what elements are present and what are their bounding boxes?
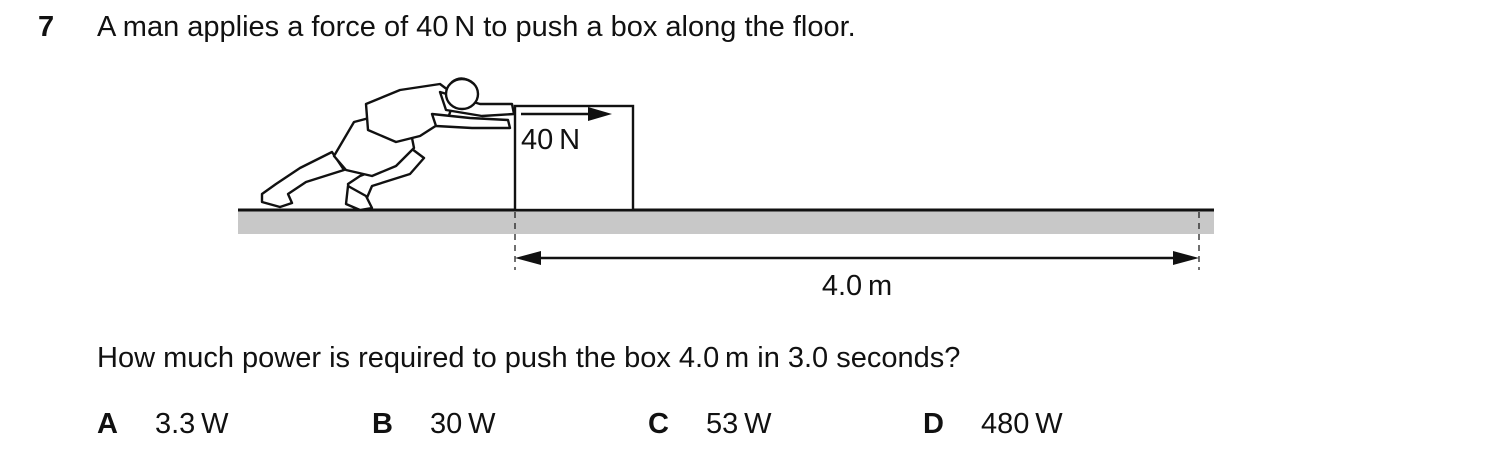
force-label: 40 N [521, 124, 580, 156]
distance-arrow-left-head [515, 251, 541, 265]
option-d[interactable]: D 480 W [923, 407, 1063, 443]
option-letter: D [923, 408, 944, 440]
question-prompt: How much power is required to push the b… [97, 342, 961, 374]
option-letter: C [648, 408, 669, 440]
option-letter: B [372, 408, 393, 440]
distance-arrow-right-head [1173, 251, 1199, 265]
question-stem: A man applies a force of 40 N to push a … [97, 11, 856, 43]
option-b[interactable]: B 30 W [372, 407, 495, 443]
question-number: 7 [38, 11, 55, 43]
option-value: 3.3 W [155, 408, 229, 440]
option-letter: A [97, 408, 118, 440]
option-value: 30 W [430, 408, 496, 440]
option-c[interactable]: C 53 W [648, 407, 771, 443]
force-arrow-head [588, 107, 612, 121]
pushing-box-diagram: 40 N 4.0 m [238, 77, 1214, 302]
option-value: 480 W [981, 408, 1063, 440]
box [513, 104, 635, 212]
floor [238, 210, 1214, 234]
option-a[interactable]: A 3.3 W [97, 407, 229, 443]
man-figure [260, 77, 516, 212]
distance-label: 4.0 m [822, 270, 892, 302]
option-value: 53 W [706, 408, 772, 440]
